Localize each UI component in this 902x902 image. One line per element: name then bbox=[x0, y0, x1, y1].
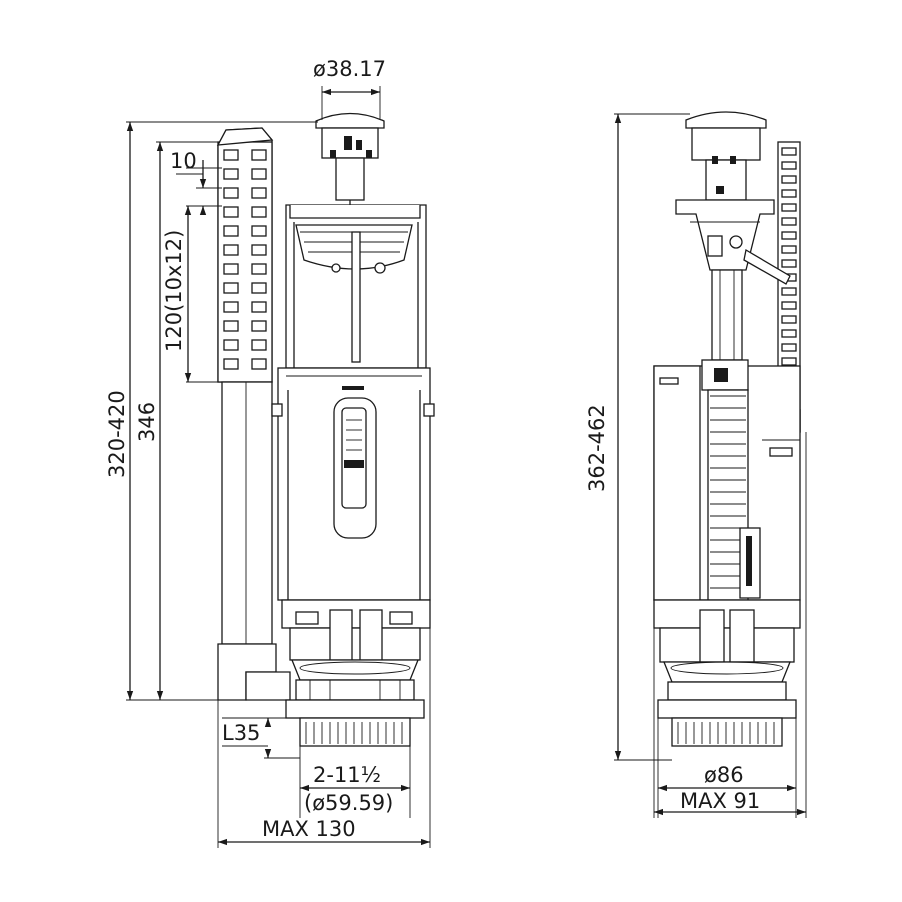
valve-body-side bbox=[653, 359, 801, 601]
thread-length-label: L35 bbox=[222, 721, 260, 745]
drawing-detail bbox=[251, 320, 267, 332]
height-left-label: 346 bbox=[135, 402, 159, 442]
top-frame bbox=[675, 199, 775, 361]
drawing-detail bbox=[781, 161, 797, 170]
max-width-right-label: MAX 91 bbox=[680, 789, 760, 813]
thread-lines bbox=[677, 722, 775, 744]
push-button-side bbox=[685, 111, 767, 201]
push-button bbox=[315, 112, 385, 210]
height-range-left-label: 320-420 bbox=[105, 390, 129, 478]
max-width-left-label: MAX 130 bbox=[262, 817, 356, 841]
drawing-detail bbox=[251, 149, 267, 161]
side-view: 362-462 ø86 MAX 91 bbox=[585, 111, 807, 818]
top-diameter-label: ø38.17 bbox=[313, 57, 386, 81]
internal-ladder bbox=[710, 395, 746, 589]
drawing-detail bbox=[781, 175, 797, 184]
thread-size-label: 2-11½ bbox=[313, 763, 381, 787]
drawing-detail bbox=[781, 259, 797, 268]
drawing-detail bbox=[251, 358, 267, 370]
dimension-lines-right bbox=[614, 113, 807, 818]
front-view: ø38.17 10 120(10x12) 320-420 346 L35 2-1… bbox=[105, 57, 435, 848]
float-cage bbox=[285, 204, 427, 369]
drawing-detail bbox=[223, 301, 239, 313]
drawing-detail bbox=[223, 339, 239, 351]
drawing-detail bbox=[223, 263, 239, 275]
drawing-detail bbox=[781, 217, 797, 226]
drawing-detail bbox=[251, 225, 267, 237]
dimension-lines-left bbox=[126, 86, 431, 848]
drawing-detail bbox=[223, 168, 239, 180]
lower-valve-side bbox=[653, 599, 801, 747]
drawing-detail bbox=[781, 203, 797, 212]
overflow-tube bbox=[216, 127, 291, 701]
drawing-detail bbox=[223, 225, 239, 237]
drawing-detail bbox=[223, 187, 239, 199]
drawing-detail bbox=[223, 358, 239, 370]
valve-body bbox=[271, 367, 435, 601]
thread-diameter-label: (ø59.59) bbox=[304, 791, 393, 815]
height-range-right-label: 362-462 bbox=[585, 404, 609, 492]
drawing-detail bbox=[223, 320, 239, 332]
drawing-detail bbox=[781, 189, 797, 198]
drawing-detail bbox=[781, 315, 797, 324]
base-diameter-label: ø86 bbox=[704, 763, 744, 787]
drawing-detail bbox=[223, 244, 239, 256]
drawing-detail bbox=[251, 263, 267, 275]
drawing-detail bbox=[223, 149, 239, 161]
drawing-detail bbox=[781, 245, 797, 254]
drawing-detail bbox=[251, 282, 267, 294]
drawing-detail bbox=[251, 244, 267, 256]
drawing-detail bbox=[251, 339, 267, 351]
drawing-detail bbox=[781, 147, 797, 156]
drawing-detail bbox=[251, 187, 267, 199]
drawing-detail bbox=[251, 206, 267, 218]
drawing-detail bbox=[781, 231, 797, 240]
drawing-detail bbox=[781, 287, 797, 296]
rack-label: 120(10x12) bbox=[162, 230, 186, 352]
drawing-detail bbox=[781, 329, 797, 338]
drawing-detail bbox=[781, 357, 797, 366]
rack-teeth bbox=[223, 149, 267, 370]
drawing-detail bbox=[251, 301, 267, 313]
drawing-detail bbox=[223, 206, 239, 218]
drawing-detail bbox=[223, 282, 239, 294]
drawing-detail bbox=[251, 168, 267, 180]
drawing-detail bbox=[781, 343, 797, 352]
thread-lines bbox=[305, 722, 403, 744]
drawing-detail bbox=[781, 301, 797, 310]
lower-valve bbox=[281, 599, 431, 747]
step-label: 10 bbox=[170, 149, 197, 173]
